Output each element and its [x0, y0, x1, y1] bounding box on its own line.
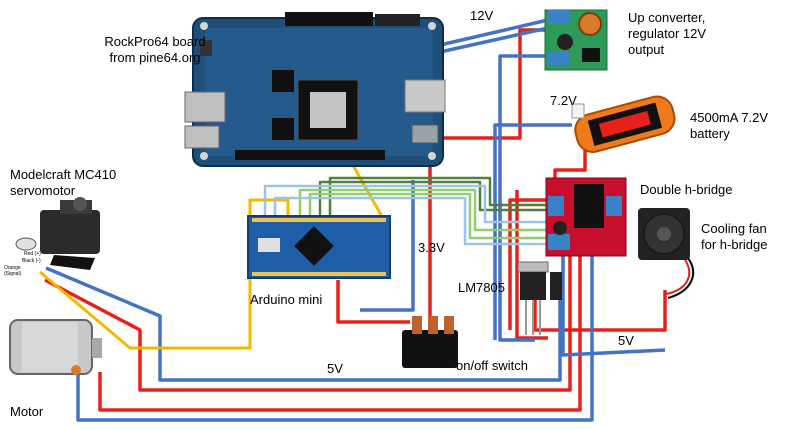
wire-upconv-gnd	[498, 54, 548, 342]
ground-wires	[45, 18, 666, 422]
wire-board-gnd-a	[439, 18, 549, 47]
fan-label: Cooling fan for h-bridge	[701, 221, 767, 253]
wire-fan-power	[533, 290, 667, 332]
cooling-fan	[638, 208, 690, 260]
wire-ctrl-lblue-b	[273, 196, 548, 246]
servo-line2: servomotor	[10, 183, 76, 198]
wire-ctrl-lblue-a	[263, 184, 548, 224]
servo-motor	[15, 197, 100, 270]
servo-pin-red: Red (+)	[24, 251, 41, 257]
servo-label: Modelcraft MC410 servomotor	[10, 167, 116, 199]
upconverter-line2: regulator 12V	[628, 26, 707, 41]
fan-wires	[665, 257, 695, 299]
wire-board-gnd-b	[439, 26, 549, 54]
voltage-3v3-label: 3.3V	[418, 240, 445, 255]
wire-bridge-feed	[515, 190, 548, 340]
battery-pack	[571, 95, 676, 153]
switch-label: on/off switch	[456, 358, 529, 373]
wire-arduino-gnd	[360, 180, 415, 312]
upconverter-label: Up converter, regulator 12V output	[628, 10, 706, 58]
wire-motor-plus	[98, 240, 582, 412]
lm7805-regulator	[517, 261, 562, 335]
voltage-5v-bottom-label: 5V	[327, 361, 343, 376]
board-label-line1: RockPro64 board	[104, 34, 206, 49]
h-bridge	[545, 177, 627, 257]
up-converter	[544, 9, 608, 71]
voltage-5v-right-label: 5V	[618, 333, 634, 348]
servo-pin-orange: Orange	[4, 265, 21, 271]
servo-pin-black: Black (-)	[22, 258, 41, 264]
fan-line2: for h-bridge	[701, 237, 768, 252]
battery-line2: battery	[690, 126, 730, 141]
wire-arduino-to-switch	[336, 280, 410, 324]
servo-pin-signal: (Signal)	[4, 271, 22, 277]
control-wires	[263, 176, 548, 246]
upconverter-line1: Up converter,	[628, 10, 706, 25]
wire-motor-minus	[76, 240, 594, 422]
arduino-label: Arduino mini	[250, 292, 323, 307]
board-label-line2: from pine64.org	[109, 50, 201, 65]
hbridge-label: Double h-bridge	[640, 182, 733, 197]
wire-ctrl-lgreen-b	[308, 192, 548, 240]
wire-servo-gnd	[45, 266, 562, 382]
wire-servo-plus	[44, 240, 572, 392]
battery-label: 4500mA 7.2V battery	[690, 110, 768, 142]
wire-bridge-to-reg	[508, 198, 548, 330]
board-label: RockPro64 board from pine64.org	[90, 34, 220, 66]
voltage-12v-label: 12V	[470, 8, 494, 23]
lm7805-label: LM7805	[458, 280, 505, 295]
fan-line1: Cooling fan	[701, 221, 767, 236]
servo-line1: Modelcraft MC410	[10, 167, 117, 182]
wire-fan-gnd	[561, 240, 666, 357]
dc-motor	[9, 319, 102, 375]
battery-line1: 4500mA 7.2V	[690, 110, 769, 125]
arduino-mini	[247, 215, 391, 279]
motor-label: Motor	[10, 404, 44, 419]
rockpro64-board	[184, 12, 446, 167]
voltage-7v2-label: 7.2V	[550, 93, 577, 108]
upconverter-line3: output	[628, 42, 665, 57]
on-off-switch	[402, 316, 458, 368]
wire-battery-gnd	[493, 123, 572, 340]
